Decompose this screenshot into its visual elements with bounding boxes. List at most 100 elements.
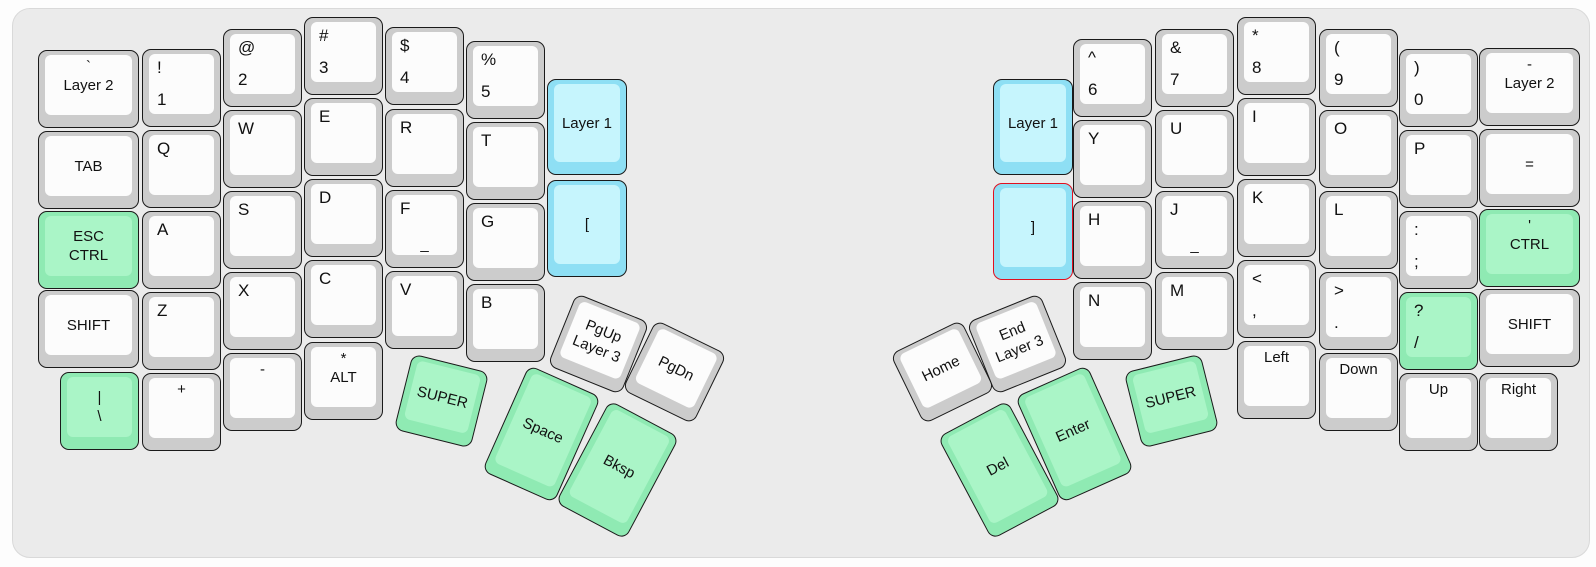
keycap-top: J_ bbox=[1162, 196, 1227, 256]
key-legend-c: SHIFT bbox=[66, 316, 111, 334]
key-quote-ctrl[interactable]: 'CTRL bbox=[1479, 209, 1580, 287]
key-shift-right[interactable]: SHIFT bbox=[1479, 289, 1580, 367]
keycap-top: SHIFT bbox=[1486, 294, 1573, 354]
key-lbracket[interactable]: [ bbox=[547, 180, 627, 277]
key-t[interactable]: T bbox=[466, 122, 545, 200]
key-o[interactable]: O bbox=[1319, 110, 1398, 188]
key-legend-tl: C bbox=[319, 269, 332, 288]
key-g[interactable]: G bbox=[466, 203, 545, 281]
keycap-top: ?/ bbox=[1406, 297, 1471, 357]
key-j[interactable]: J_ bbox=[1155, 191, 1234, 269]
key-super-right[interactable]: SUPER bbox=[1123, 353, 1219, 449]
keycap-top: TAB bbox=[45, 136, 132, 196]
key-legend-bl: 1 bbox=[157, 90, 167, 109]
key-legend-tl: U bbox=[1170, 119, 1183, 138]
key-minus[interactable]: - bbox=[223, 353, 302, 431]
key-s[interactable]: S bbox=[223, 191, 302, 269]
keycap-top: I bbox=[1244, 103, 1309, 163]
key-pipe-backslash[interactable]: | \ bbox=[60, 372, 139, 450]
key-legend-c: CTRL bbox=[1509, 235, 1550, 253]
key-r[interactable]: R bbox=[385, 109, 464, 187]
key-equals[interactable]: = bbox=[1479, 129, 1580, 207]
key-i[interactable]: I bbox=[1237, 98, 1316, 176]
key-a[interactable]: A bbox=[142, 211, 221, 289]
key-lparen-9[interactable]: (9 bbox=[1319, 29, 1398, 107]
key-shift-left[interactable]: SHIFT bbox=[38, 290, 139, 368]
key-dollar-4[interactable]: $4 bbox=[385, 27, 464, 105]
key-colon-semicolon[interactable]: :; bbox=[1399, 211, 1478, 289]
key-tab[interactable]: TAB bbox=[38, 131, 139, 209]
key-legend-bl: 4 bbox=[400, 68, 410, 87]
key-x[interactable]: X bbox=[223, 272, 302, 350]
key-u[interactable]: U bbox=[1155, 110, 1234, 188]
key-esc-ctrl[interactable]: ESC CTRL bbox=[38, 211, 139, 289]
key-up-arrow[interactable]: Up bbox=[1399, 373, 1478, 451]
keycap-top: *ALT bbox=[311, 347, 376, 407]
key-layer2-right[interactable]: -Layer 2 bbox=[1479, 48, 1580, 126]
key-h[interactable]: H bbox=[1073, 201, 1152, 279]
key-legend-c: [ bbox=[584, 216, 590, 233]
key-hash-3[interactable]: #3 bbox=[304, 17, 383, 95]
key-super-left[interactable]: SUPER bbox=[393, 353, 489, 449]
keycap-top: SUPER bbox=[403, 360, 481, 435]
key-caret-6[interactable]: ^6 bbox=[1073, 39, 1152, 117]
key-b[interactable]: B bbox=[466, 284, 545, 362]
key-gt-period[interactable]: >. bbox=[1319, 272, 1398, 350]
key-at-2[interactable]: @2 bbox=[223, 29, 302, 107]
key-layer1-right[interactable]: Layer 1 bbox=[993, 79, 1073, 175]
key-k[interactable]: K bbox=[1237, 179, 1316, 257]
key-legend-tl: S bbox=[238, 200, 250, 219]
key-layer1-left[interactable]: Layer 1 bbox=[547, 79, 627, 175]
key-n[interactable]: N bbox=[1073, 282, 1152, 360]
keycap-top: Left bbox=[1244, 346, 1309, 406]
key-p[interactable]: P bbox=[1399, 130, 1478, 208]
keycap-top: N bbox=[1080, 287, 1145, 347]
key-legend-tl: H bbox=[1088, 210, 1101, 229]
key-legend-tl: A bbox=[157, 220, 169, 239]
keycap-top: D bbox=[311, 184, 376, 244]
key-legend-bl: / bbox=[1414, 333, 1419, 352]
keycap-top: O bbox=[1326, 115, 1391, 175]
keycap-top: Home bbox=[897, 327, 983, 410]
keycap-top: S bbox=[230, 196, 295, 256]
key-legend-c: Layer 2 bbox=[1504, 74, 1555, 92]
key-q[interactable]: Q bbox=[142, 130, 221, 208]
key-plus[interactable]: + bbox=[142, 373, 221, 451]
key-legend-tl: < bbox=[1252, 269, 1262, 288]
keycap-top: -Layer 2 bbox=[1486, 53, 1573, 113]
key-legend-tl: B bbox=[481, 293, 493, 312]
key-layer2-left[interactable]: `Layer 2 bbox=[38, 50, 139, 128]
key-star-8[interactable]: *8 bbox=[1237, 17, 1316, 95]
key-legend-tl: K bbox=[1252, 188, 1264, 207]
key-v[interactable]: V bbox=[385, 271, 464, 349]
key-c[interactable]: C bbox=[304, 260, 383, 338]
key-lt-comma[interactable]: <, bbox=[1237, 260, 1316, 338]
key-left-arrow[interactable]: Left bbox=[1237, 341, 1316, 419]
keycap-top: 'CTRL bbox=[1486, 214, 1573, 274]
key-legend-tl: L bbox=[1334, 200, 1344, 219]
key-m[interactable]: M bbox=[1155, 272, 1234, 350]
keycap-top: T bbox=[473, 127, 538, 187]
key-l[interactable]: L bbox=[1319, 191, 1398, 269]
key-legend-tl: # bbox=[319, 26, 329, 45]
key-legend-tc: Right bbox=[1500, 381, 1537, 398]
key-e[interactable]: E bbox=[304, 98, 383, 176]
key-rparen-0[interactable]: )0 bbox=[1399, 49, 1478, 127]
key-legend-tl: V bbox=[400, 280, 412, 299]
key-star-alt[interactable]: *ALT bbox=[304, 342, 383, 420]
key-w[interactable]: W bbox=[223, 110, 302, 188]
key-amp-7[interactable]: &7 bbox=[1155, 29, 1234, 107]
key-f[interactable]: F_ bbox=[385, 190, 464, 268]
key-y[interactable]: Y bbox=[1073, 120, 1152, 198]
keycap-top: ^6 bbox=[1080, 44, 1145, 104]
key-percent-5[interactable]: %5 bbox=[466, 41, 545, 119]
key-z[interactable]: Z bbox=[142, 292, 221, 370]
key-d[interactable]: D bbox=[304, 179, 383, 257]
key-right-arrow[interactable]: Right bbox=[1479, 373, 1558, 451]
keycap-top: >. bbox=[1326, 277, 1391, 337]
key-rbracket[interactable]: ] bbox=[993, 183, 1073, 280]
key-exclam-1[interactable]: !1 bbox=[142, 49, 221, 127]
key-down-arrow[interactable]: Down bbox=[1319, 353, 1398, 431]
key-question-slash[interactable]: ?/ bbox=[1399, 292, 1478, 370]
